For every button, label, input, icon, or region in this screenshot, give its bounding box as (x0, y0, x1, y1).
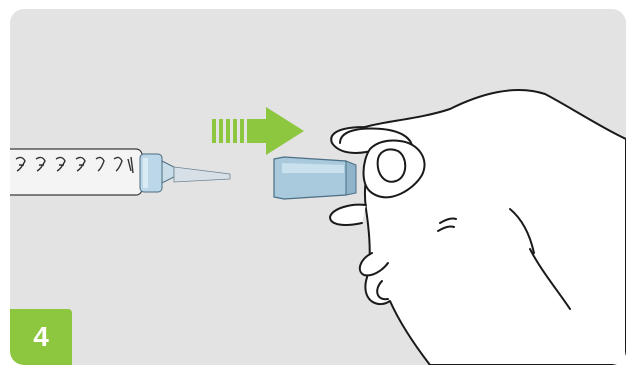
step-number-badge: 4 (10, 309, 72, 365)
syringe-icon (10, 148, 231, 196)
needle-icon (273, 156, 357, 200)
hand-icon (329, 88, 626, 365)
arrow-right-icon (212, 107, 304, 155)
step-illustration (10, 88, 626, 365)
instruction-card: 4 (10, 9, 626, 365)
